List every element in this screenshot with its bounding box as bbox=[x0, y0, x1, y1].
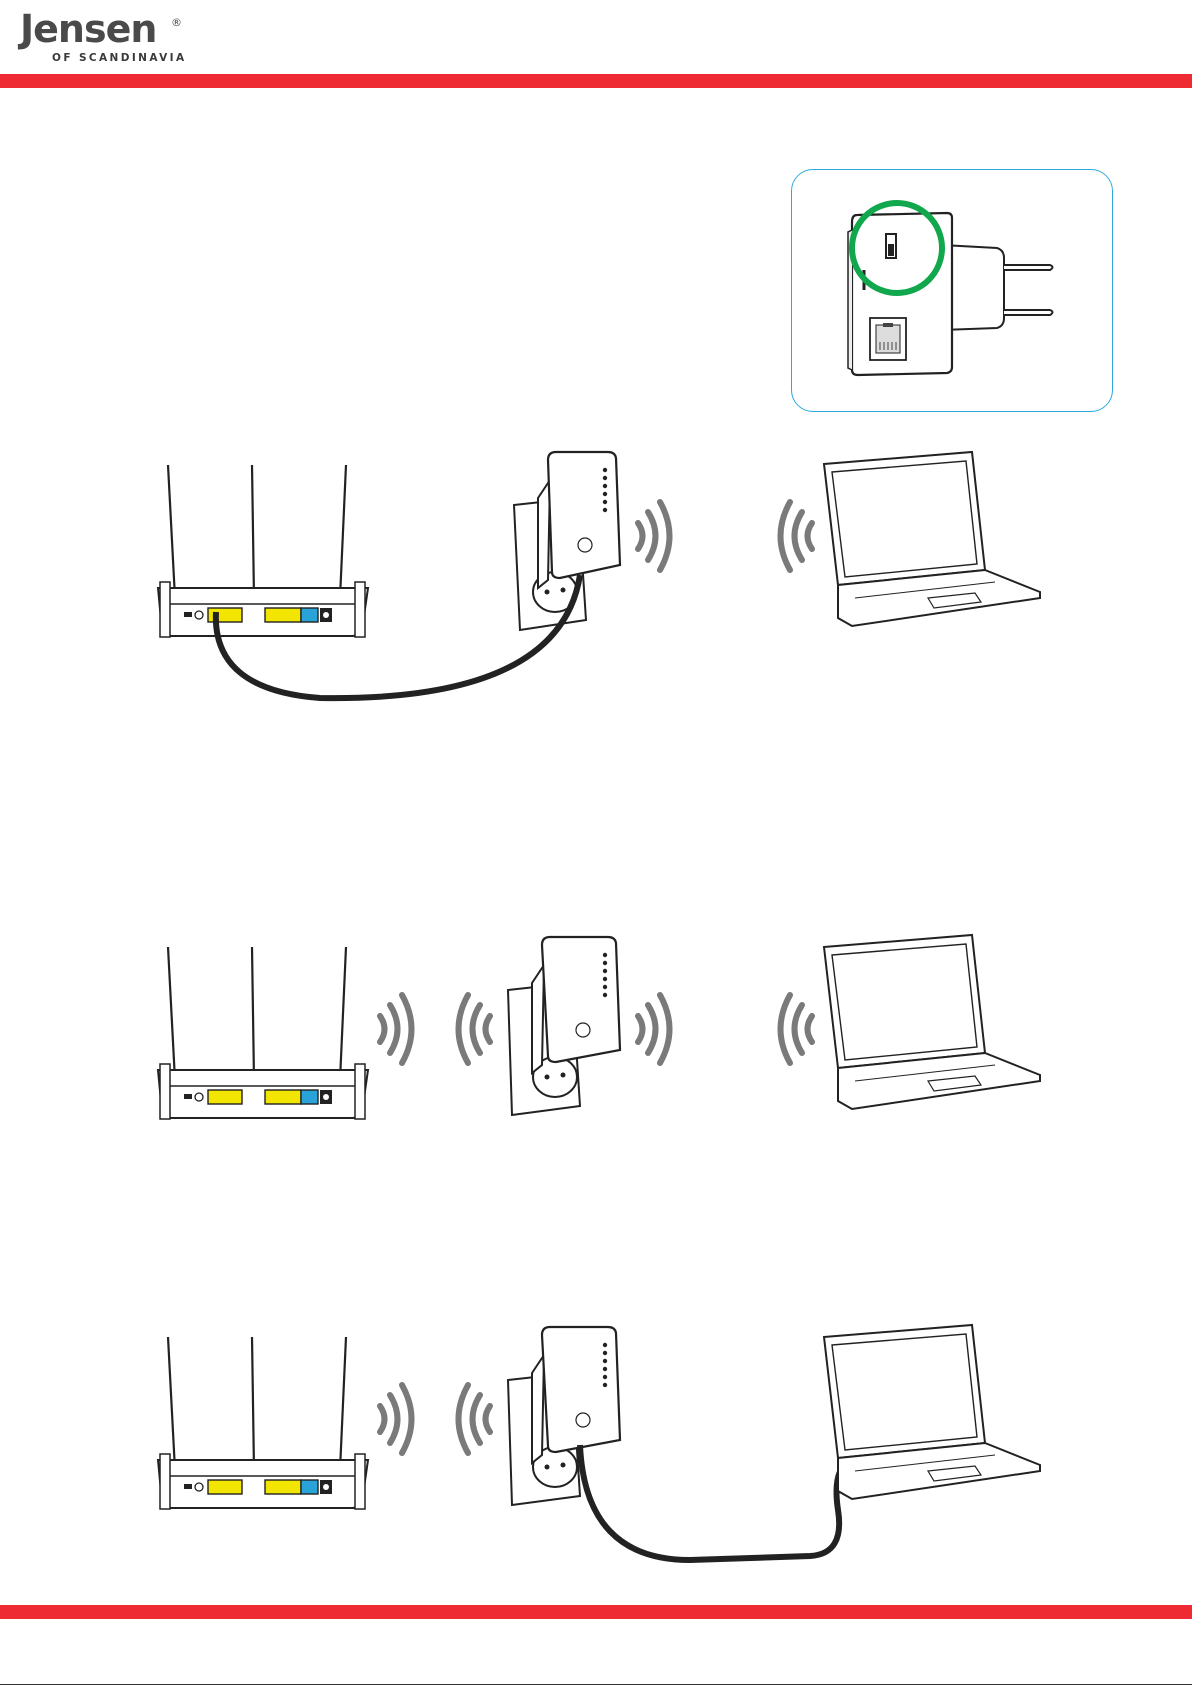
extender-on-wall-outlet-icon bbox=[508, 937, 620, 1115]
laptop-icon bbox=[824, 1325, 1040, 1499]
header-red-bar bbox=[0, 74, 1192, 88]
extender-on-wall-outlet-icon bbox=[508, 1327, 620, 1505]
extender-wifi-waves-icon bbox=[638, 995, 670, 1063]
diagram-client-bridge bbox=[0, 1310, 1192, 1580]
brand-logo: Jensen ® OF SCANDINAVIA bbox=[20, 10, 200, 65]
extender-side-view-icon bbox=[792, 170, 1113, 412]
laptop-icon bbox=[824, 935, 1040, 1109]
extender-incoming-wifi-waves-icon bbox=[459, 1385, 491, 1453]
laptop-icon bbox=[824, 452, 1040, 626]
footer-red-bar bbox=[0, 1605, 1192, 1619]
laptop-wifi-waves-icon bbox=[781, 502, 813, 570]
brand-name: Jensen bbox=[20, 10, 156, 48]
ethernet-cable-icon bbox=[580, 1445, 850, 1560]
router-wifi-waves-icon bbox=[380, 1385, 412, 1453]
brand-tagline: OF SCANDINAVIA bbox=[52, 52, 187, 64]
laptop-wifi-waves-icon bbox=[781, 995, 813, 1063]
router-icon bbox=[158, 1337, 368, 1509]
extender-on-wall-outlet-icon bbox=[514, 452, 620, 630]
router-icon bbox=[158, 947, 368, 1119]
router-icon bbox=[158, 465, 368, 637]
diagram-wired-setup bbox=[0, 440, 1192, 720]
router-wifi-waves-icon bbox=[380, 995, 412, 1063]
diagram-wireless-repeater bbox=[0, 920, 1192, 1120]
extender-wifi-waves-icon bbox=[638, 502, 670, 570]
extender-incoming-wifi-waves-icon bbox=[459, 995, 491, 1063]
extender-side-detail-box bbox=[791, 169, 1113, 412]
registered-mark: ® bbox=[171, 16, 182, 29]
